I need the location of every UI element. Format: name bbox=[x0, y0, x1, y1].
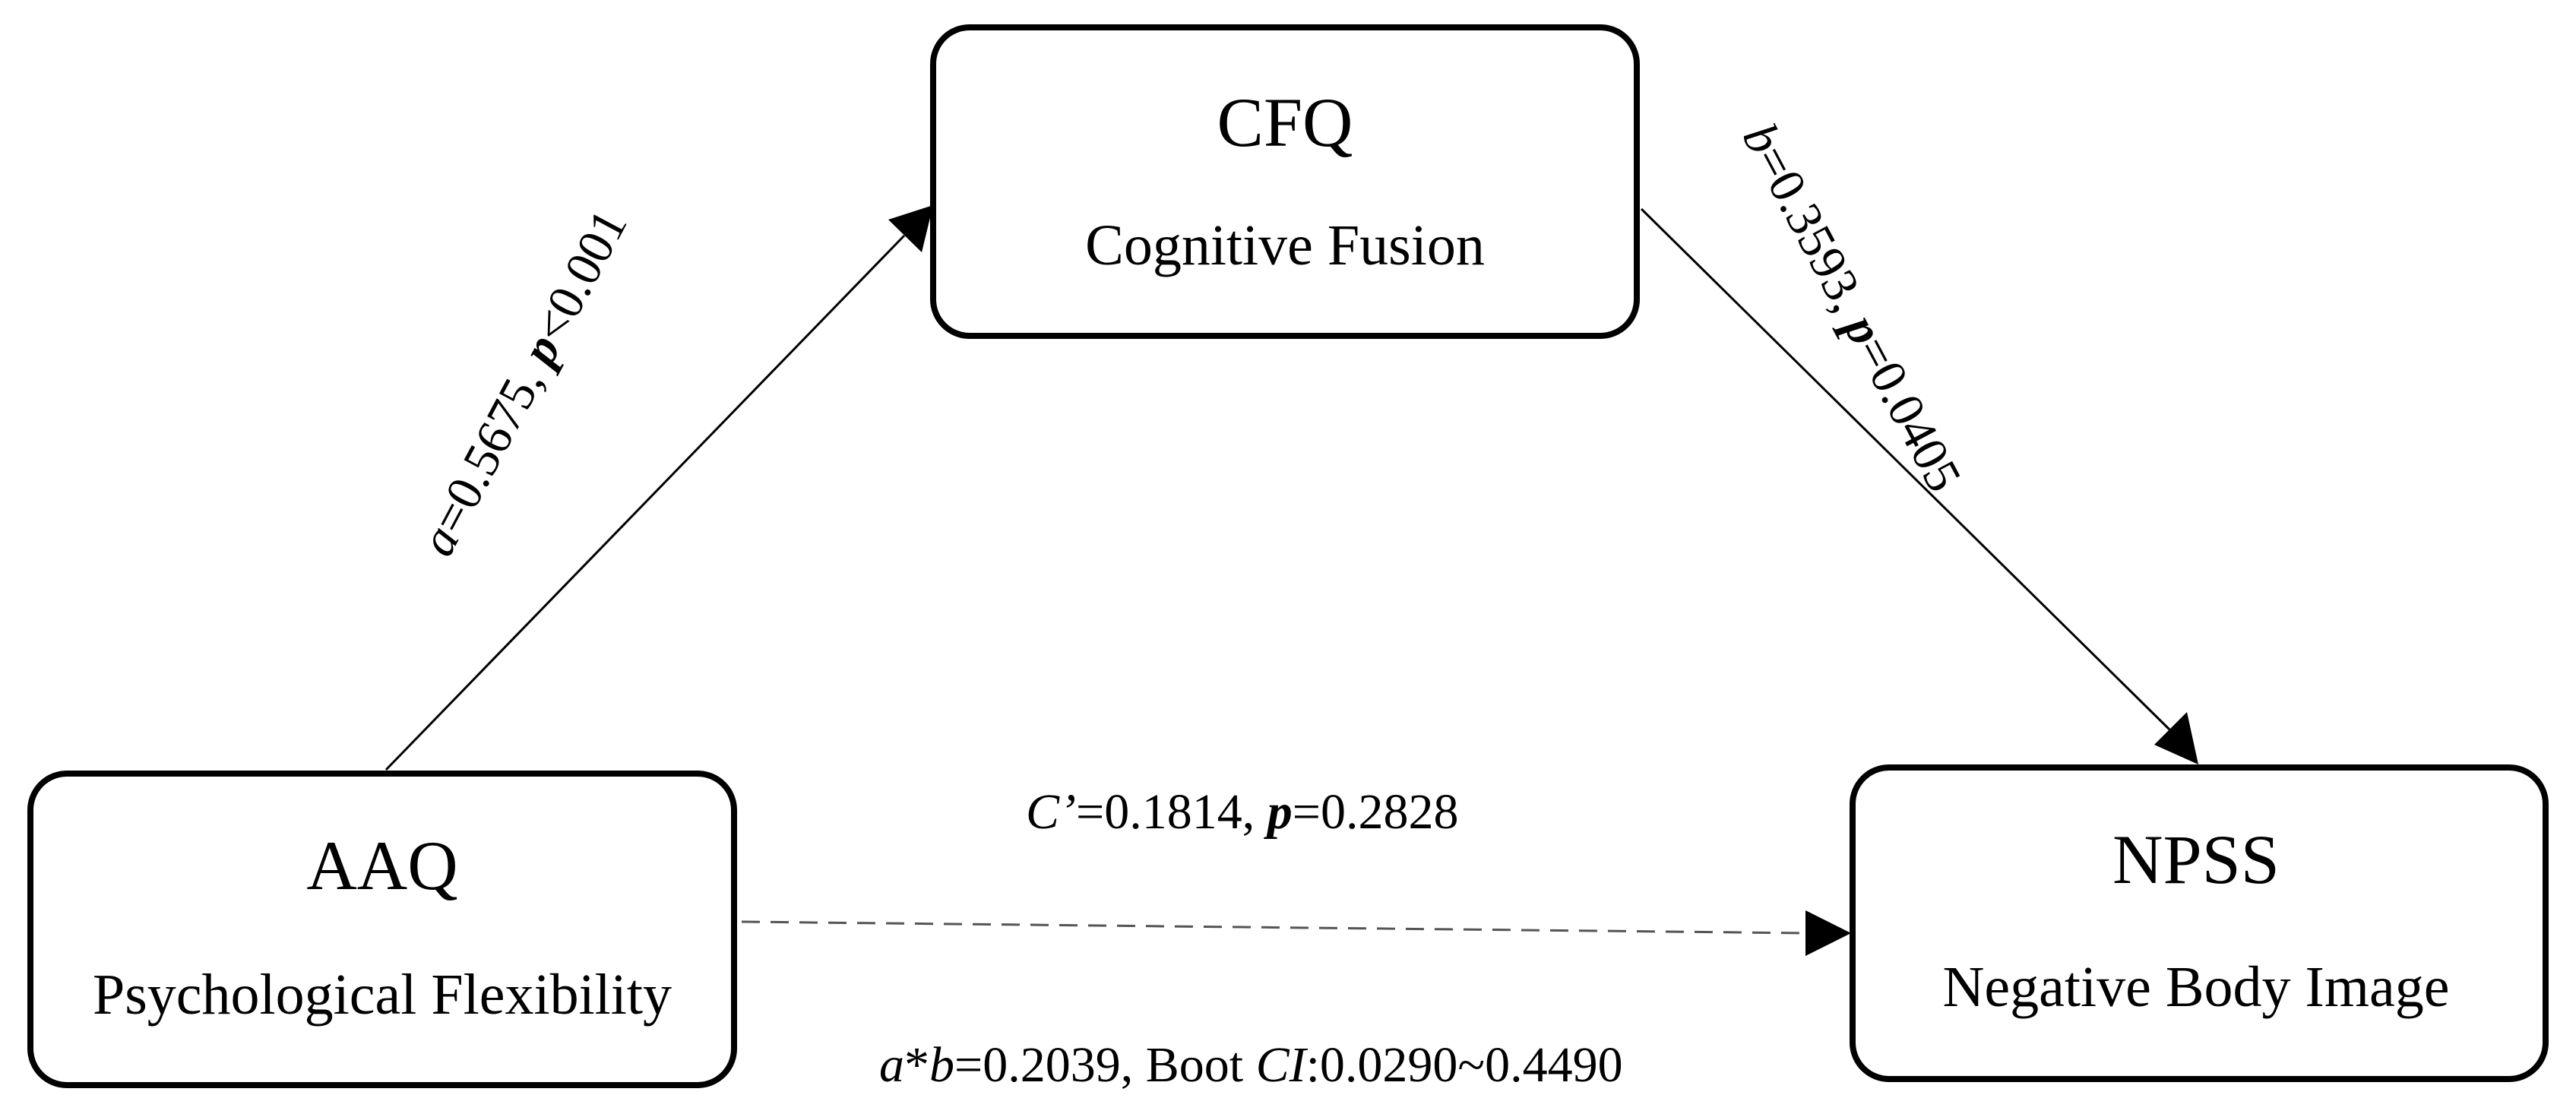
edge-b-line bbox=[1640, 207, 2171, 731]
node-npss: NPSS Negative Body Image bbox=[1850, 764, 2549, 1082]
node-cfq: CFQ Cognitive Fusion bbox=[930, 24, 1640, 339]
node-npss-box bbox=[1850, 764, 2549, 1082]
indirect-a-symbol: a bbox=[879, 1037, 904, 1093]
indirect-ci-value: :0.0290~0.4490 bbox=[1306, 1037, 1623, 1093]
path-c-prime-value: =0.1814, bbox=[1076, 784, 1267, 840]
node-aaq-title: AAQ bbox=[306, 827, 457, 904]
edge-a-line bbox=[385, 234, 906, 771]
path-b-p-value: =0.0405 bbox=[1845, 328, 1972, 500]
path-b-coef-value: =0.3593, bbox=[1743, 137, 1882, 332]
path-a-p-value: <0.001 bbox=[523, 201, 638, 351]
path-b-label: b=0.3593, p=0.0405 bbox=[1732, 115, 1972, 501]
path-c-prime-label: C’=0.1814, p=0.2828 bbox=[1026, 784, 1458, 840]
path-c-prime-symbol: C’ bbox=[1026, 784, 1076, 840]
indirect-value: =0.2039, Boot bbox=[954, 1037, 1256, 1093]
node-cfq-box bbox=[930, 24, 1640, 339]
node-aaq: AAQ Psychological Flexibility bbox=[27, 771, 737, 1088]
path-a-coef-value: =0.5675, bbox=[421, 347, 560, 543]
edges bbox=[385, 205, 2198, 956]
node-aaq-box bbox=[27, 771, 737, 1088]
path-a-label: a=0.5675, p<0.001 bbox=[410, 201, 638, 565]
indirect-ci-symbol: CI bbox=[1256, 1037, 1309, 1093]
edge-a-arrowhead bbox=[888, 205, 933, 252]
node-npss-subtitle: Negative Body Image bbox=[1943, 955, 2450, 1019]
node-cfq-title: CFQ bbox=[1217, 84, 1353, 161]
path-c-prime-p-value: =0.2828 bbox=[1293, 784, 1459, 840]
indirect-star: * bbox=[904, 1037, 929, 1093]
edge-c-prime-line bbox=[741, 920, 1809, 935]
indirect-b-symbol: b bbox=[929, 1037, 954, 1093]
edge-c-prime-arrowhead bbox=[1805, 910, 1851, 956]
node-aaq-subtitle: Psychological Flexibility bbox=[93, 963, 672, 1027]
node-cfq-subtitle: Cognitive Fusion bbox=[1085, 214, 1485, 277]
path-c-prime-p-symbol: p bbox=[1264, 784, 1293, 840]
indirect-effect-label: a*b=0.2039, Boot CI:0.0290~0.4490 bbox=[879, 1037, 1623, 1093]
node-npss-title: NPSS bbox=[2112, 821, 2280, 898]
edge-b-arrowhead bbox=[2154, 712, 2198, 764]
